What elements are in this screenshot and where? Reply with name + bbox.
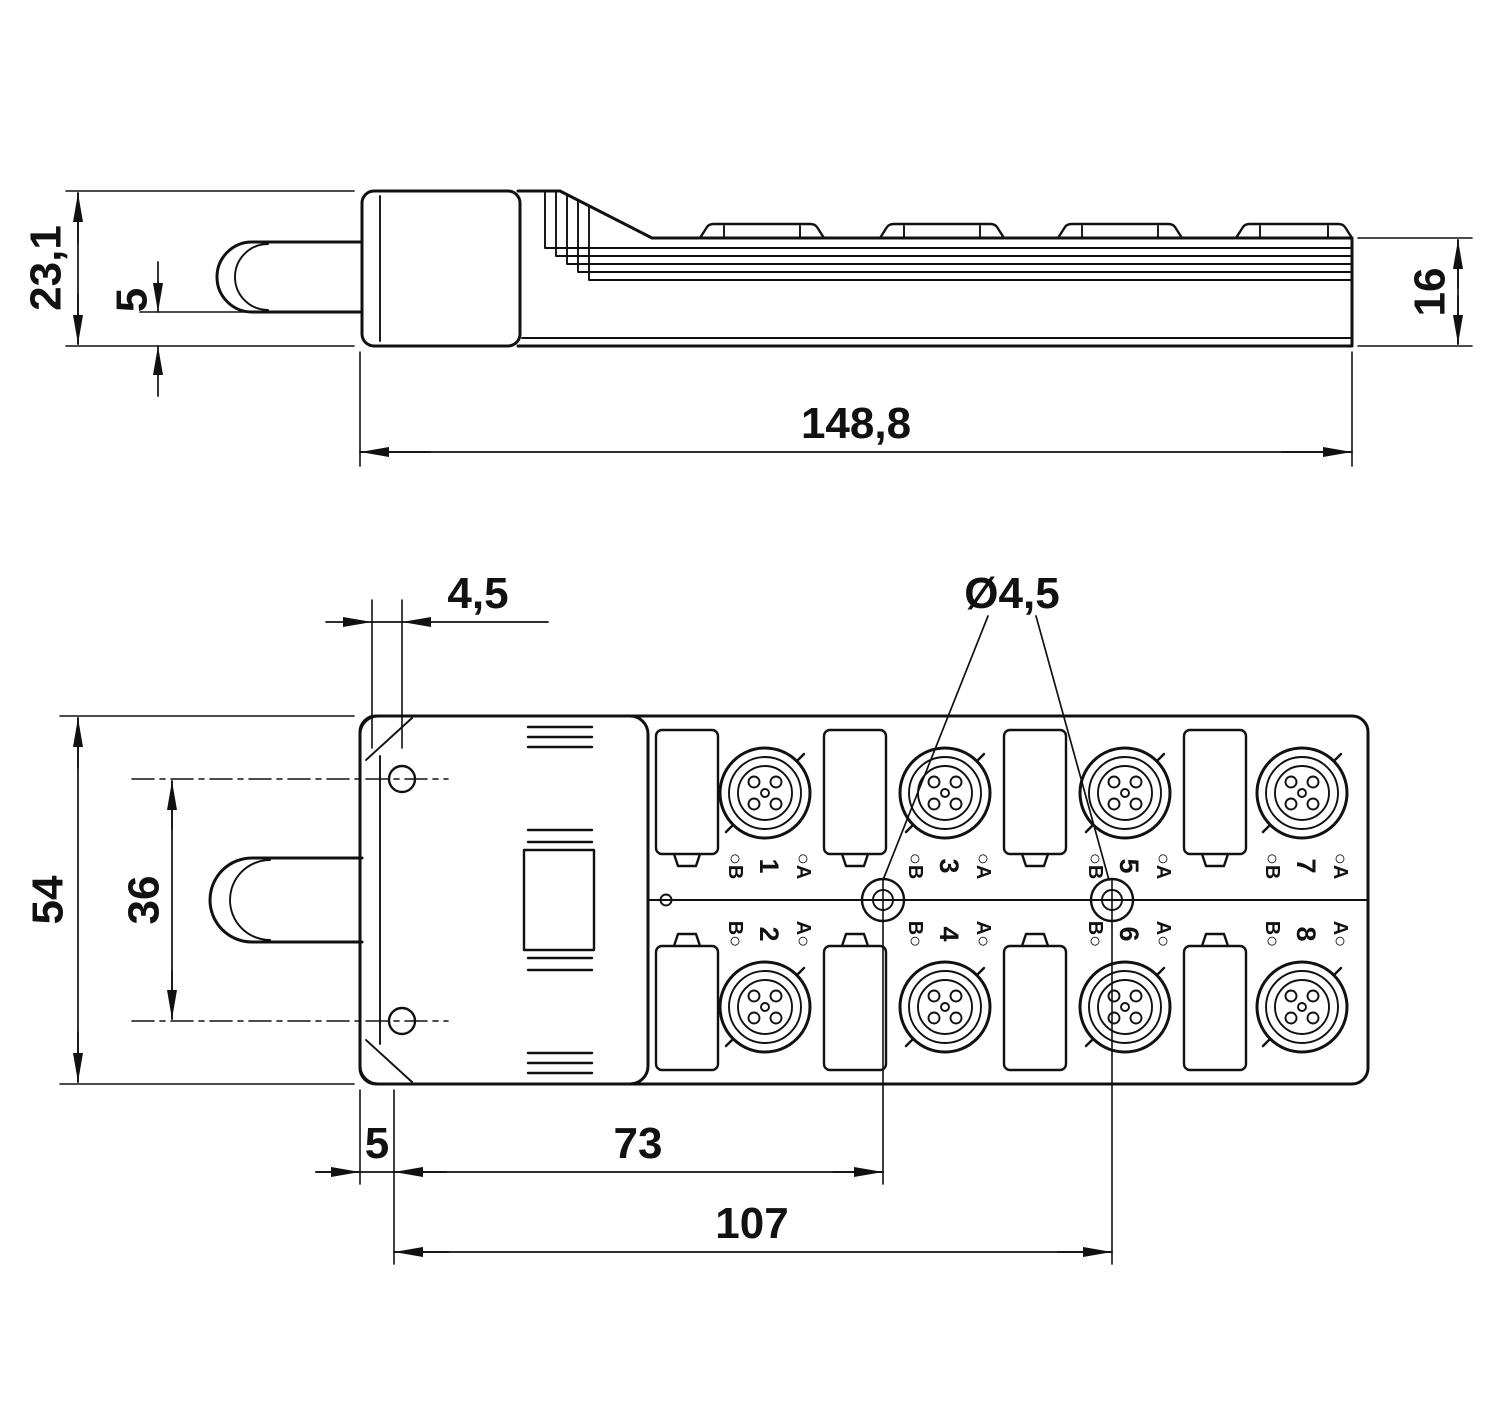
port-5-led-a: ○A bbox=[1152, 853, 1174, 880]
port-3-number: 3 bbox=[934, 858, 964, 873]
housing-block-plan bbox=[358, 714, 650, 1086]
port-1-led-b: ○B bbox=[724, 853, 746, 880]
cable-plan bbox=[208, 856, 364, 944]
port-5-number: 5 bbox=[1114, 858, 1144, 873]
cable-side bbox=[215, 240, 364, 314]
port-7-led-a: ○A bbox=[1329, 853, 1351, 880]
dim-label-total-width: 54 bbox=[24, 875, 73, 924]
port-4-number: 4 bbox=[934, 926, 964, 941]
port-8-led-a: A○ bbox=[1329, 921, 1351, 948]
m12-port-3 bbox=[898, 746, 992, 840]
plan-view: ○B 1 ○A ○B 3 ○A ○B 5 ○A ○B 7 ○A B○ 2 A○ … bbox=[24, 569, 1370, 1265]
dim-label-hole-diameter: Ø4,5 bbox=[964, 569, 1059, 618]
port-4-led-b: B○ bbox=[904, 921, 926, 948]
body-side bbox=[516, 189, 1354, 348]
dim-label-hole2-position: 107 bbox=[715, 1199, 788, 1248]
port-3-led-b: ○B bbox=[904, 853, 926, 880]
side-view-dimensions: 23,1 5 148,8 16 bbox=[22, 190, 1473, 467]
port-6-led-a: A○ bbox=[1152, 921, 1174, 948]
m12-port-6 bbox=[1078, 960, 1172, 1054]
dim-label-total-height: 23,1 bbox=[22, 225, 71, 311]
housing-block-side bbox=[360, 189, 522, 348]
port-1-number: 1 bbox=[754, 858, 784, 873]
m12-port-4 bbox=[898, 960, 992, 1054]
dim-label-mounting-pitch: 36 bbox=[120, 876, 169, 925]
dim-label-edge-offset: 5 bbox=[365, 1119, 389, 1168]
port-3-led-a: ○A bbox=[972, 853, 994, 880]
m12-port-1 bbox=[718, 746, 812, 840]
dim-label-slot-width: 4,5 bbox=[447, 569, 508, 618]
port-5-led-b: ○B bbox=[1084, 853, 1106, 880]
port-7-led-b: ○B bbox=[1261, 853, 1283, 880]
dim-label-body-height: 16 bbox=[1406, 268, 1455, 317]
side-view: 23,1 5 148,8 16 bbox=[22, 189, 1473, 467]
port-4-led-a: A○ bbox=[972, 921, 994, 948]
port-8-led-b: B○ bbox=[1261, 921, 1283, 948]
port-7-number: 7 bbox=[1291, 858, 1321, 873]
m12-port-7 bbox=[1255, 746, 1349, 840]
m12-port-8 bbox=[1255, 960, 1349, 1054]
port-8-number: 8 bbox=[1291, 926, 1321, 941]
port-cover-plates bbox=[654, 728, 1248, 1072]
connector-bumps-side bbox=[698, 222, 1354, 240]
center-strip bbox=[647, 877, 1369, 923]
dim-label-cable-offset: 5 bbox=[108, 288, 157, 312]
dim-label-hole1-position: 73 bbox=[614, 1119, 663, 1168]
port-2-led-a: A○ bbox=[792, 921, 814, 948]
m12-port-2 bbox=[718, 960, 812, 1054]
dim-label-total-length: 148,8 bbox=[801, 399, 911, 448]
port-2-led-b: B○ bbox=[724, 921, 746, 948]
port-6-led-b: B○ bbox=[1084, 921, 1106, 948]
label-plate bbox=[522, 848, 596, 952]
plan-view-dimensions: 4,5 Ø4,5 54 36 bbox=[24, 569, 1113, 1265]
port-labels: ○B 1 ○A ○B 3 ○A ○B 5 ○A ○B 7 ○A B○ 2 A○ … bbox=[724, 853, 1351, 948]
port-6-number: 6 bbox=[1114, 926, 1144, 941]
port-1-led-a: ○A bbox=[792, 853, 814, 880]
port-2-number: 2 bbox=[754, 926, 784, 941]
